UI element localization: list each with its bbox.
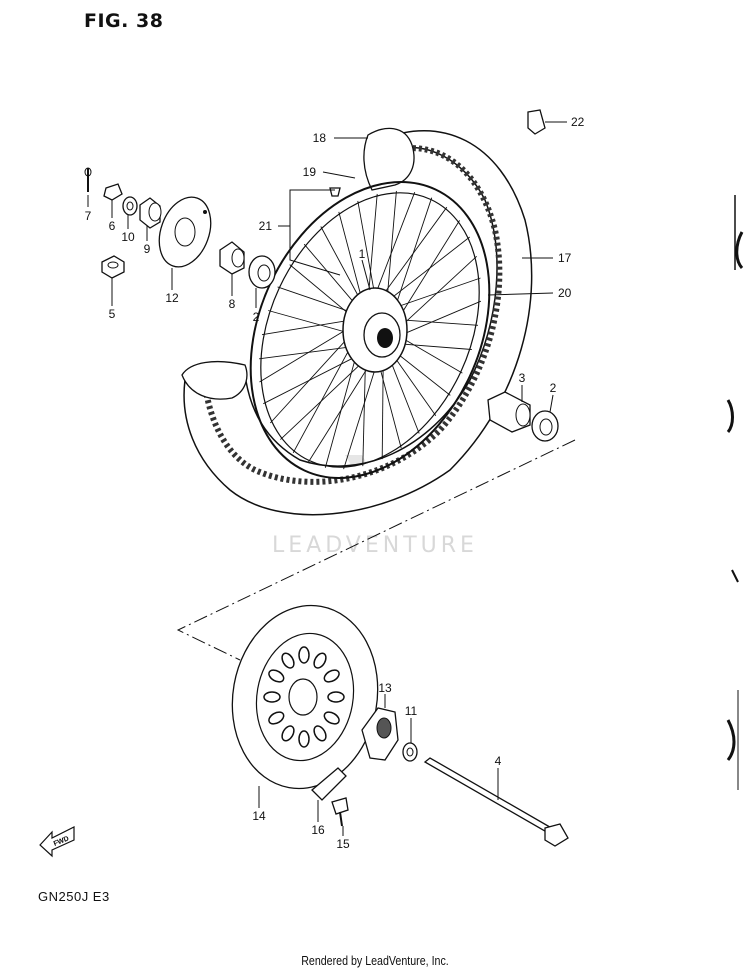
brake-disc-inner	[255, 632, 355, 762]
scan-mark	[731, 569, 739, 583]
plate-tab	[203, 210, 207, 214]
cotter-pin	[84, 167, 92, 192]
hub	[342, 287, 408, 373]
spacer-8	[219, 241, 245, 275]
disc-cutout	[327, 691, 345, 703]
disc-cutout	[313, 652, 327, 669]
disc-cutout	[323, 711, 340, 725]
figure-title: FIG. 38	[84, 10, 164, 32]
tube-section	[363, 127, 415, 191]
footer-text: Rendered by LeadVenture, Inc.	[301, 953, 449, 968]
washer-11-hole	[406, 747, 414, 757]
leader-20	[487, 292, 554, 296]
callout-9: 9	[144, 242, 151, 256]
leader-19	[322, 171, 356, 179]
callout-20: 20	[558, 286, 572, 300]
disc-cutout	[281, 652, 295, 669]
callout-10: 10	[121, 230, 135, 244]
leader-21	[278, 189, 341, 276]
cotter-pin-eye	[84, 167, 92, 177]
spacer-face	[148, 202, 162, 222]
spacer-3	[487, 391, 531, 433]
footer: Rendered by LeadVenture, Inc.	[0, 953, 750, 968]
axle-shaft	[423, 757, 557, 835]
leader-2b	[549, 394, 554, 413]
callout-21: 21	[259, 219, 273, 233]
callout-6: 6	[109, 219, 116, 233]
bearing-right-inner	[539, 418, 553, 436]
callout-8: 8	[229, 297, 236, 311]
callout-2a: 2	[253, 310, 260, 324]
disc-cutout	[263, 691, 281, 703]
scan-mark	[726, 399, 734, 433]
disc-cutout	[313, 725, 327, 742]
brake-disc-cutouts	[263, 646, 345, 748]
plate-center	[174, 217, 196, 247]
forward-arrow: FWD	[39, 826, 75, 858]
bearing-left-inner	[257, 264, 271, 282]
valve-cap	[527, 109, 546, 135]
speedometer-gearbox	[361, 707, 399, 761]
scan-edge-marks	[726, 195, 744, 790]
callout-19: 19	[303, 165, 317, 179]
callout-3: 3	[519, 371, 526, 385]
tire-tread	[202, 145, 503, 485]
leader-1	[361, 259, 371, 291]
scan-mark	[735, 231, 744, 269]
callout-22: 22	[571, 115, 585, 129]
disc-bolt	[331, 797, 349, 827]
bearing-left	[248, 255, 276, 289]
callout-numbers: 18 19 21 1 22 17 20 3 2 7 6 10 9 5 12 8 …	[85, 115, 585, 851]
speedometer-gearbox-plate	[158, 196, 212, 268]
callout-16: 16	[311, 823, 325, 837]
nut-small	[103, 183, 123, 201]
disc-cutout	[298, 730, 310, 748]
callout-leaders	[87, 121, 567, 836]
bearing-right	[531, 410, 559, 442]
scan-mark	[726, 719, 736, 761]
callout-5: 5	[109, 307, 116, 321]
callout-14: 14	[252, 809, 266, 823]
spacer-3-face	[515, 403, 531, 427]
hub-axle-hole	[377, 328, 393, 348]
spacer-8-face	[231, 248, 245, 268]
callout-12: 12	[165, 291, 179, 305]
callout-11: 11	[405, 704, 418, 718]
axle-nut	[101, 255, 125, 279]
callout-13: 13	[378, 681, 392, 695]
assembly-line-axis	[176, 439, 576, 661]
disc-lock-bracket	[311, 767, 347, 801]
disc-bolt-head	[331, 797, 349, 815]
callout-18: 18	[313, 131, 327, 145]
washer-small-hole	[126, 201, 134, 211]
axle	[423, 757, 569, 847]
brake-disc-hub	[288, 678, 318, 716]
disc-cutout	[268, 669, 285, 683]
callout-17: 17	[558, 251, 572, 265]
model-code: GN250J E3	[38, 889, 110, 904]
disc-cutout	[323, 669, 340, 683]
tire-cut-section	[181, 360, 248, 400]
gearbox-center	[376, 717, 392, 739]
axle-head	[544, 823, 569, 847]
callout-7: 7	[85, 209, 92, 223]
axle-nut-hole	[107, 261, 119, 269]
spoke-nipple	[329, 187, 341, 197]
disc-cutout	[268, 711, 285, 725]
spacer-9	[139, 197, 162, 229]
callout-4: 4	[495, 754, 502, 768]
disc-cutout	[281, 725, 295, 742]
brake-disc	[231, 604, 379, 790]
callout-1: 1	[359, 247, 366, 261]
callout-15: 15	[336, 837, 350, 851]
assembly-lines	[176, 439, 576, 661]
disc-cutout	[298, 646, 310, 664]
callout-2b: 2	[550, 381, 557, 395]
disc-bolt-shaft	[339, 811, 343, 827]
fwd-arrow-icon	[39, 826, 75, 858]
watermark-text: LEADVENTURE	[272, 533, 478, 558]
